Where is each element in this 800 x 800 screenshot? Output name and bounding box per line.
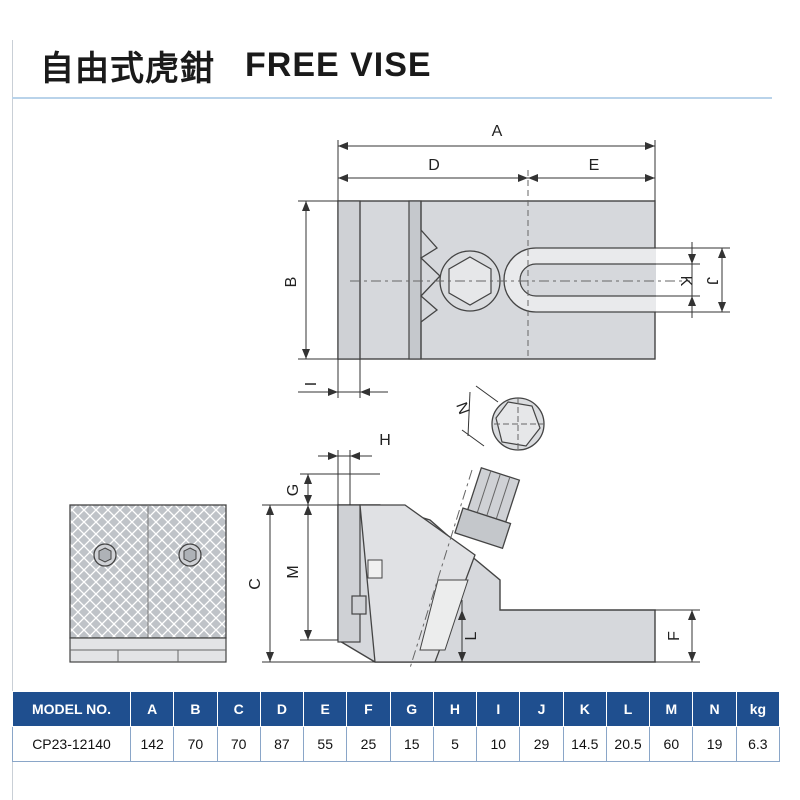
dim-label-l: L — [463, 631, 480, 640]
cell-l: 20.5 — [605, 726, 651, 762]
col-header-g: G — [389, 691, 434, 727]
dim-label-b: B — [283, 277, 300, 288]
page-title-english: FREE VISE — [245, 45, 432, 84]
side-view-bolt — [454, 466, 521, 550]
col-header-h: H — [432, 691, 478, 727]
dim-label-m: M — [285, 565, 302, 578]
cell-i: 10 — [476, 726, 521, 762]
cell-h: 5 — [432, 726, 478, 762]
dim-label-j: J — [703, 277, 720, 285]
col-header-j: J — [519, 691, 564, 727]
table-row: CP23-12140 142 70 70 87 55 25 15 5 10 29… — [12, 726, 781, 762]
cell-a: 142 — [129, 726, 175, 762]
cell-e: 55 — [303, 726, 348, 762]
col-header-e: E — [303, 691, 348, 727]
cell-n: 19 — [692, 726, 737, 762]
col-header-a: A — [129, 691, 175, 727]
cell-f: 25 — [346, 726, 391, 762]
title-row: 自由式虎鉗 FREE VISE — [40, 40, 432, 90]
top-view-rib — [408, 200, 422, 360]
front-view — [69, 504, 227, 663]
dim-label-k: K — [677, 276, 694, 287]
dim-label-d: D — [428, 157, 440, 174]
title-underline — [12, 97, 772, 99]
col-header-n: N — [692, 691, 737, 727]
cell-model: CP23-12140 — [12, 726, 131, 762]
side-view: C M G H L F — [247, 432, 700, 669]
cell-g: 15 — [389, 726, 434, 762]
dim-label-g: G — [285, 484, 302, 496]
dim-label-h: H — [379, 432, 391, 449]
dim-label-c: C — [247, 578, 264, 590]
dim-label-i: I — [303, 382, 320, 386]
col-header-kg: kg — [735, 691, 781, 727]
dim-label-a: A — [492, 123, 503, 140]
col-header-k: K — [562, 691, 607, 727]
col-header-i: I — [476, 691, 521, 727]
technical-drawing: A D E B I K J — [69, 123, 730, 669]
col-header-f: F — [346, 691, 391, 727]
page-title-chinese: 自由式虎鉗 — [40, 48, 215, 89]
dim-label-f: F — [666, 631, 683, 641]
cell-b: 70 — [173, 726, 218, 762]
col-header-model: MODEL NO. — [12, 691, 131, 727]
left-margin-rule — [12, 40, 13, 800]
top-view-left-jaw — [337, 200, 361, 360]
nut-detail: N — [452, 385, 545, 451]
top-view: A D E B I K J — [283, 123, 730, 398]
cell-c: 70 — [216, 726, 261, 762]
col-header-m: M — [649, 691, 694, 727]
dim-label-e: E — [589, 157, 600, 174]
spec-table: MODEL NO. A B C D E F G H I J K L M N kg… — [12, 691, 781, 762]
cell-j: 29 — [519, 726, 564, 762]
cell-m: 60 — [649, 726, 694, 762]
col-header-d: D — [259, 691, 305, 727]
col-header-l: L — [605, 691, 651, 727]
side-view-jaw-plate — [337, 504, 361, 643]
dim-label-n: N — [452, 400, 472, 417]
spec-table-header-row: MODEL NO. A B C D E F G H I J K L M N kg — [12, 691, 781, 727]
cell-k: 14.5 — [562, 726, 607, 762]
col-header-b: B — [173, 691, 218, 727]
cell-kg: 6.3 — [735, 726, 781, 762]
col-header-c: C — [216, 691, 261, 727]
cell-d: 87 — [259, 726, 305, 762]
